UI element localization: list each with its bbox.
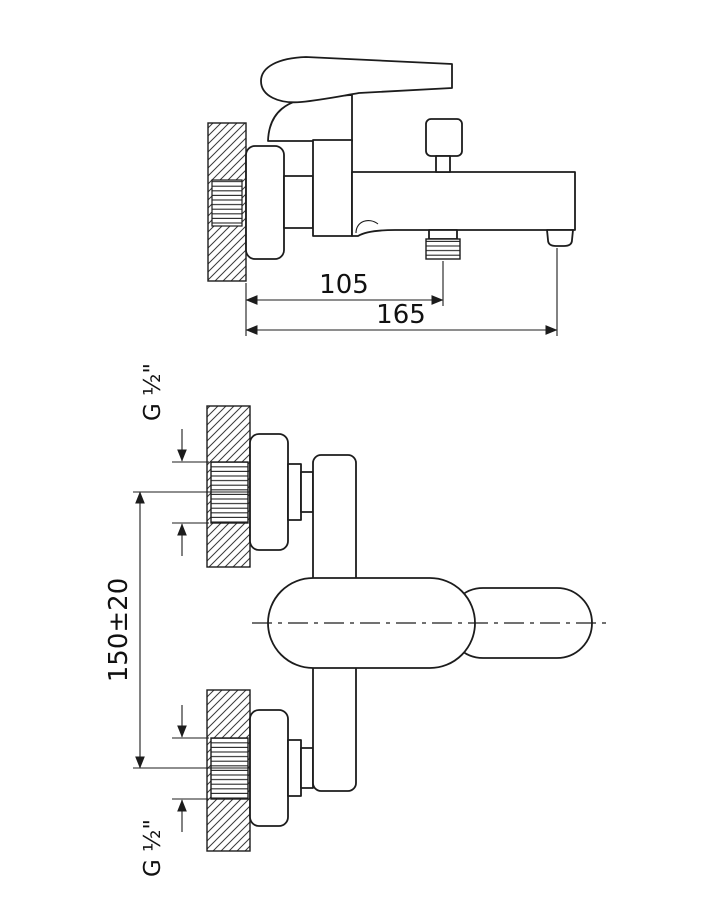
spout [351, 171, 576, 237]
diverter-knob [425, 118, 463, 157]
union-nut-top [287, 463, 314, 521]
escutcheon-top [249, 433, 289, 551]
dimension-text-105: 105 [319, 270, 369, 300]
cartridge-dome [267, 94, 353, 142]
diverter-neck [435, 155, 451, 173]
front-view [206, 405, 612, 852]
dimension-text-165: 165 [376, 300, 426, 330]
front-view-dimensions: 150±20 G ½" G ½" [104, 363, 250, 877]
connector-block [283, 175, 314, 229]
dimension-text-150: 150±20 [104, 578, 134, 683]
spout-underside-detail [355, 220, 379, 234]
union-nut-top-inner [300, 471, 314, 513]
shower-outlet-collar [428, 229, 458, 240]
wall-pipe-thread-side [211, 179, 243, 227]
shower-outlet-thread [425, 238, 461, 260]
union-nut-bottom-inner [300, 747, 314, 789]
body-column [312, 139, 353, 237]
escutcheon-bottom [249, 709, 289, 827]
thread-size-label-top: G ½" [140, 363, 166, 421]
union-nut-bottom [287, 739, 314, 797]
side-view [207, 56, 576, 282]
spout-aerator [546, 229, 574, 247]
handle-lever [260, 56, 453, 104]
thread-size-label-bottom: G ½" [140, 819, 166, 877]
escutcheon-side [245, 145, 285, 260]
side-view-dimensions: 105 165 [245, 248, 558, 336]
union-nut-bottom-outer [287, 739, 302, 797]
union-nut-top-outer [287, 463, 302, 521]
